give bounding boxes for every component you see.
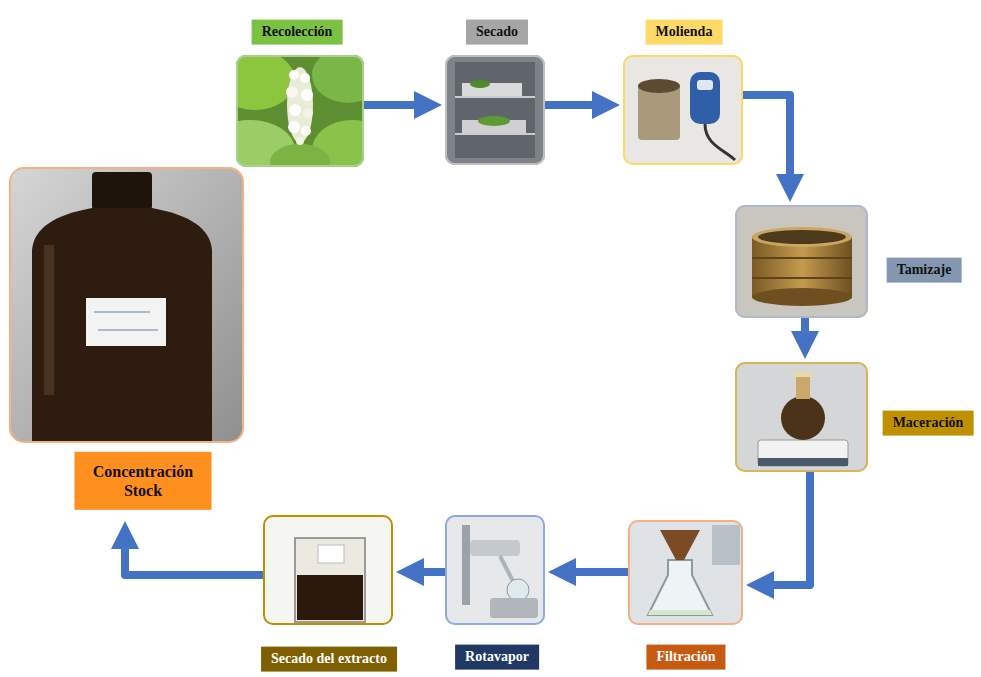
- plant-photo: [236, 55, 364, 167]
- process-step: Maceración: [735, 362, 868, 472]
- process-step: Molienda: [623, 55, 743, 165]
- filtration-photo: [628, 520, 743, 625]
- oven-photo: [445, 55, 545, 165]
- grinder-photo: [623, 55, 743, 165]
- flow-arrow: [125, 549, 263, 575]
- step-label: Maceración: [883, 411, 974, 436]
- step-label: Concentración Stock: [75, 452, 212, 510]
- step-label: Filtración: [646, 645, 725, 670]
- step-label: Secado: [466, 20, 528, 45]
- flow-arrow: [364, 101, 414, 109]
- process-step: Secado: [445, 55, 545, 165]
- process-step: Concentración Stock: [10, 168, 243, 518]
- step-label: Secado del extracto: [261, 647, 397, 672]
- sieve-photo: [735, 205, 868, 318]
- photo-frame: [10, 168, 243, 442]
- flow-arrow: [774, 472, 810, 585]
- process-step: Secado del extracto: [263, 515, 393, 625]
- flow-arrow: [576, 568, 628, 576]
- process-step: Tamizaje: [735, 205, 868, 318]
- rotavapor-photo: [445, 515, 545, 625]
- step-label: Tamizaje: [887, 258, 962, 283]
- process-step: Filtración: [628, 520, 743, 625]
- maceration-photo: [735, 362, 868, 472]
- process-step: Recolección: [236, 55, 364, 167]
- flow-arrow: [545, 101, 592, 109]
- stock-bottle-photo: [10, 168, 243, 442]
- flow-arrow: [801, 318, 809, 331]
- step-label: Rotavapor: [455, 645, 539, 670]
- step-label: Recolección: [252, 20, 343, 45]
- process-step: Rotavapor: [445, 515, 545, 625]
- flow-arrow: [424, 568, 445, 576]
- flow-arrow: [743, 95, 790, 174]
- extract-photo: [263, 515, 393, 625]
- step-label: Molienda: [646, 20, 723, 45]
